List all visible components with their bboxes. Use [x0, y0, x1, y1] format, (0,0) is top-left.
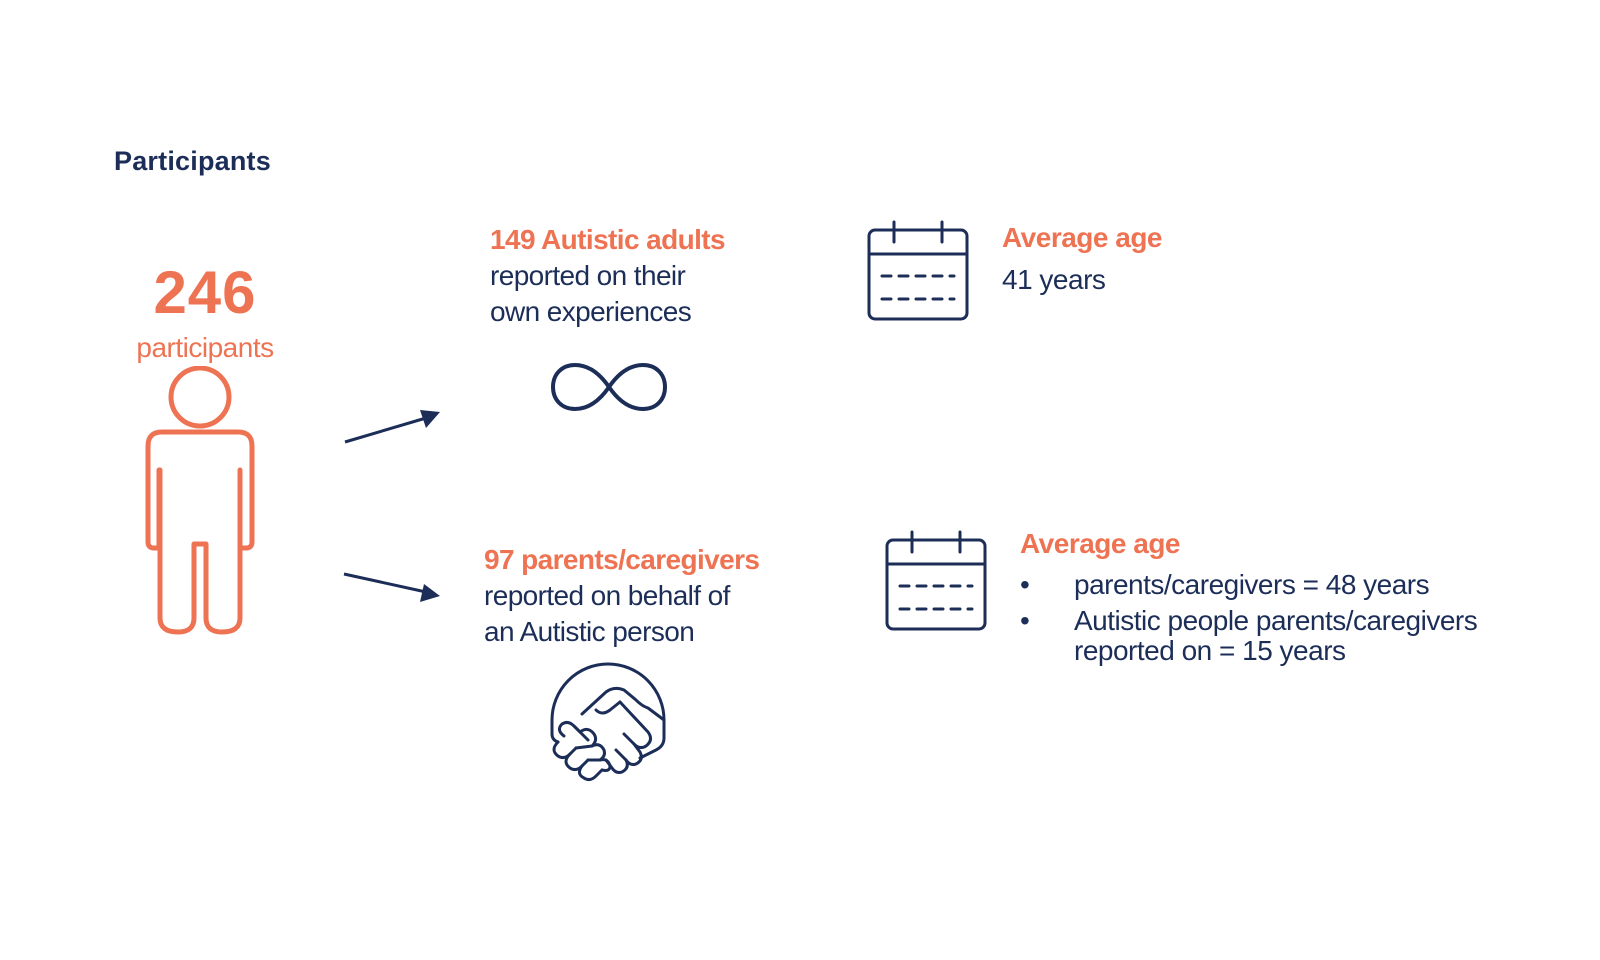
- age-title-autistic-adults: Average age: [1002, 222, 1163, 253]
- group-autistic-adults-lead: 149 Autistic adults: [490, 224, 726, 255]
- group-parents-line1: reported on behalf of: [484, 580, 730, 611]
- bullet-glyph: •: [1020, 605, 1030, 636]
- age-list-parents: • parents/caregivers = 48 years • Autist…: [1020, 570, 1580, 672]
- group-autistic-adults-line1: reported on their: [490, 260, 686, 291]
- arrow-to-autistic-adults: [340, 400, 450, 450]
- age-item-autistic-people: Autistic people parents/caregivers repor…: [1074, 605, 1478, 666]
- group-parents-caregivers: 97 parents/caregivers reported on behalf…: [484, 542, 760, 650]
- age-value-autistic-adults: 41 years: [1002, 264, 1106, 295]
- page-title: Participants: [114, 146, 271, 176]
- total-participants-number: 246: [153, 259, 257, 326]
- list-item: • Autistic people parents/caregivers rep…: [1020, 606, 1580, 666]
- calendar-icon: [884, 530, 988, 632]
- arrow-to-parents: [340, 566, 450, 610]
- infinity-icon: [550, 362, 668, 412]
- group-autistic-adults-line2: own experiences: [490, 296, 692, 327]
- group-parents-lead: 97 parents/caregivers: [484, 544, 760, 575]
- list-item: • parents/caregivers = 48 years: [1020, 570, 1580, 600]
- age-title-parents: Average age: [1020, 528, 1181, 559]
- group-parents-line2: an Autistic person: [484, 616, 695, 647]
- total-participants-label: participants: [136, 332, 274, 363]
- age-item-parents: parents/caregivers = 48 years: [1074, 569, 1430, 600]
- calendar-icon: [866, 220, 970, 322]
- bullet-glyph: •: [1020, 569, 1030, 600]
- person-icon: [140, 366, 260, 638]
- handshake-icon: [544, 658, 672, 786]
- group-autistic-adults: 149 Autistic adults reported on their ow…: [490, 222, 726, 330]
